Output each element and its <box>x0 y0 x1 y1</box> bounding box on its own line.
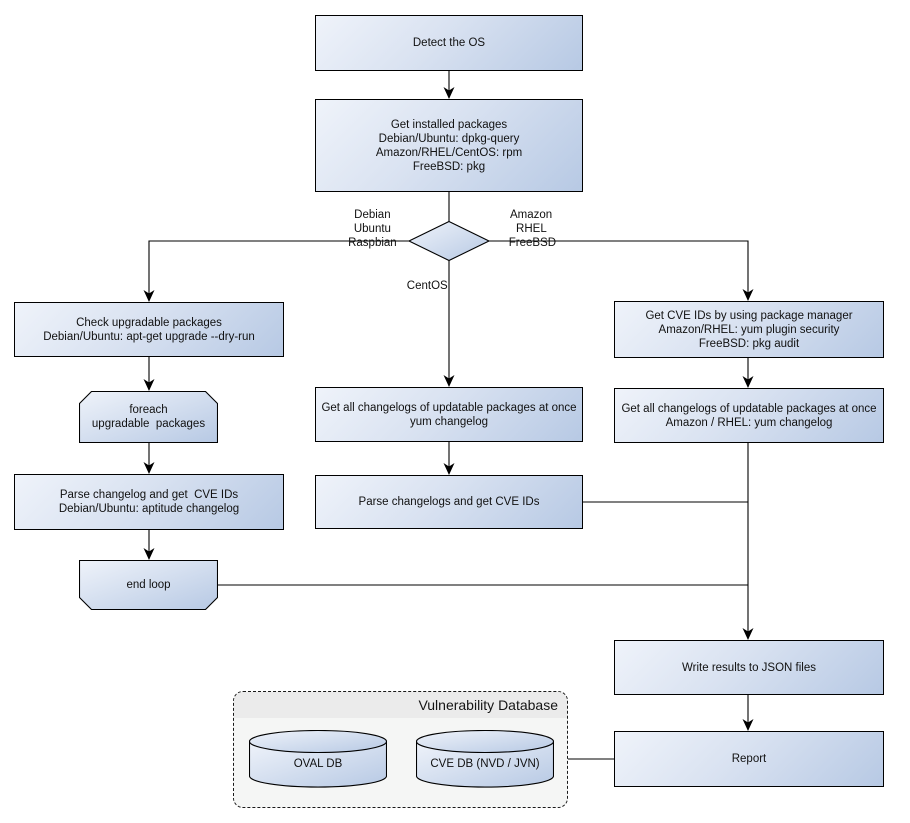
node-label: FreeBSD: pkg audit <box>698 337 800 350</box>
node-end-loop: end loop <box>79 560 218 610</box>
node-label: Get all changelogs of updatable packages… <box>321 401 577 414</box>
node-label: Amazon/RHEL/CentOS: rpm <box>375 146 523 159</box>
node-label: Get installed packages <box>390 118 508 131</box>
vulnerability-database-title: Vulnerability Database <box>234 692 567 718</box>
branch-label-debian: Debian Ubuntu Raspbian <box>348 209 397 249</box>
database-cylinder-icon <box>249 730 387 788</box>
node-parse-changelog-debian: Parse changelog and get CVE IDs Debian/U… <box>14 474 284 530</box>
loop-end-shape <box>79 560 218 610</box>
node-label: Debian/Ubuntu: apt-get upgrade --dry-run <box>43 330 255 343</box>
database-cylinder-icon <box>416 730 554 788</box>
node-report: Report <box>614 731 884 787</box>
node-label: foreach upgradable packages <box>91 404 206 430</box>
node-label: OVAL DB <box>293 757 343 770</box>
node-parse-changelogs-centos: Parse changelogs and get CVE IDs <box>315 475 583 529</box>
node-label: FreeBSD: pkg <box>412 160 486 173</box>
oval-db-cylinder: OVAL DB <box>249 730 387 788</box>
loop-start-shape <box>79 391 218 443</box>
os-decision-diamond <box>407 220 491 262</box>
node-label: Detect the OS <box>412 37 486 49</box>
node-label: CVE DB (NVD / JVN) <box>430 757 540 770</box>
branch-label-centos: CentOS <box>406 280 448 292</box>
branch-label-amazon: Amazon RHEL FreeBSD <box>508 209 557 249</box>
node-label: Get CVE IDs by using package manager <box>645 309 853 322</box>
node-get-changelogs-centos: Get all changelogs of updatable packages… <box>315 387 583 442</box>
node-get-cve-ids-package-manager: Get CVE IDs by using package manager Ama… <box>614 301 884 358</box>
node-label: Parse changelog and get CVE IDs <box>59 489 239 501</box>
node-foreach-loop-start: foreach upgradable packages <box>79 391 218 443</box>
node-check-upgradable-packages: Check upgradable packages Debian/Ubuntu:… <box>14 302 284 357</box>
node-label: Parse changelogs and get CVE IDs <box>358 496 540 508</box>
node-label: Amazon/RHEL: yum plugin security <box>658 323 840 336</box>
node-label: yum changelog <box>410 415 488 428</box>
node-label: Get all changelogs of updatable packages… <box>621 402 877 415</box>
node-get-installed-packages: Get installed packages Debian/Ubuntu: dp… <box>315 99 583 192</box>
node-label: Report <box>731 753 767 765</box>
node-write-results-json: Write results to JSON files <box>614 640 884 695</box>
node-label: Write results to JSON files <box>682 661 816 674</box>
node-label: Debian/Ubuntu: dpkg-query <box>378 132 520 145</box>
node-label: end loop <box>126 579 171 591</box>
node-label: Debian/Ubuntu: aptitude changelog <box>58 503 240 515</box>
cve-db-cylinder: CVE DB (NVD / JVN) <box>416 730 554 788</box>
node-label: Check upgradable packages <box>76 316 222 329</box>
node-label: Amazon / RHEL: yum changelog <box>665 416 833 429</box>
node-detect-os: Detect the OS <box>315 15 583 71</box>
node-get-changelogs-amazon: Get all changelogs of updatable packages… <box>614 388 884 443</box>
